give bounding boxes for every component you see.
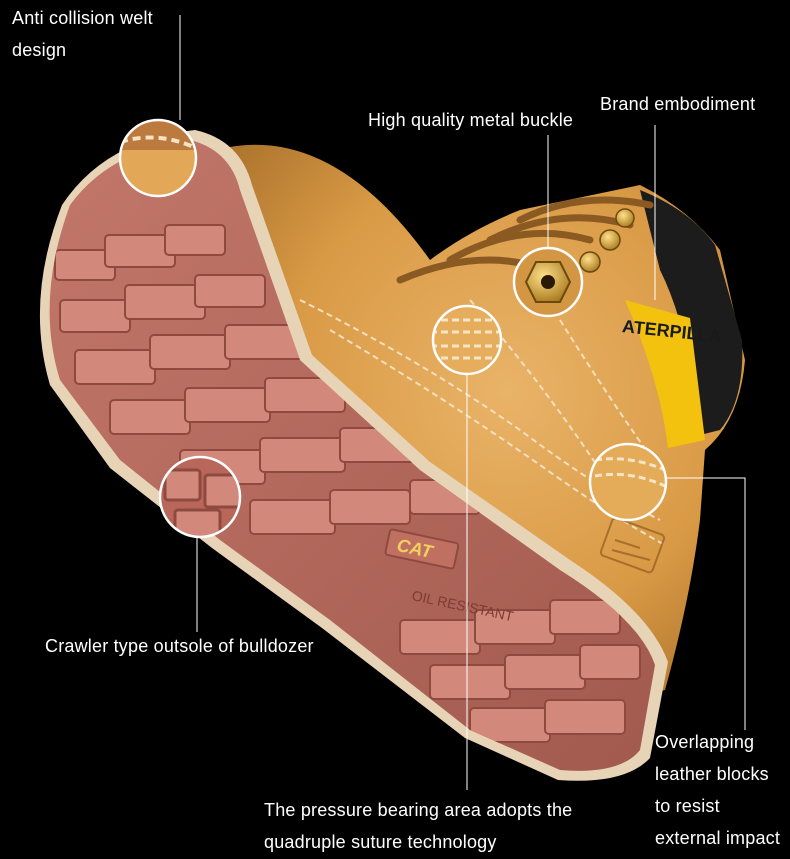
callout-line: Overlapping [655,732,755,752]
callout-line: external impact [655,828,781,848]
callout-line: leather blocks [655,764,769,784]
boot-upper: ATERPILLA [215,144,745,693]
callout-line: The pressure bearing area adopts the [264,800,573,820]
callout-pressure-label: The pressure bearing area adopts the qua… [264,794,572,858]
callout-line: Crawler type outsole of bulldozer [45,636,314,656]
callout-circles [118,118,668,539]
callout-line: Anti collision welt [12,8,153,28]
callout-brand-label: Brand embodiment [600,88,755,120]
boot-outsole: CAT OIL RESISTANT [39,130,668,781]
leader-line [666,477,746,730]
callout-line: design [12,40,67,60]
callout-line: to resist [655,796,720,816]
callout-crawler-label: Crawler type outsole of bulldozer [45,630,314,662]
callout-welt-label: Anti collision welt design [12,2,153,66]
callout-line: Brand embodiment [600,94,756,114]
callout-circle [118,118,198,198]
callout-buckle-label: High quality metal buckle [368,104,573,136]
callout-overlap-label: Overlapping leather blocks to resist ext… [655,726,780,854]
callout-circle [158,455,242,539]
callout-line: High quality metal buckle [368,110,574,130]
callout-circle [512,246,584,318]
callout-line: quadruple suture technology [264,832,497,852]
leader-lines [179,15,746,790]
callout-circle [588,442,668,522]
callout-circle [431,304,503,376]
